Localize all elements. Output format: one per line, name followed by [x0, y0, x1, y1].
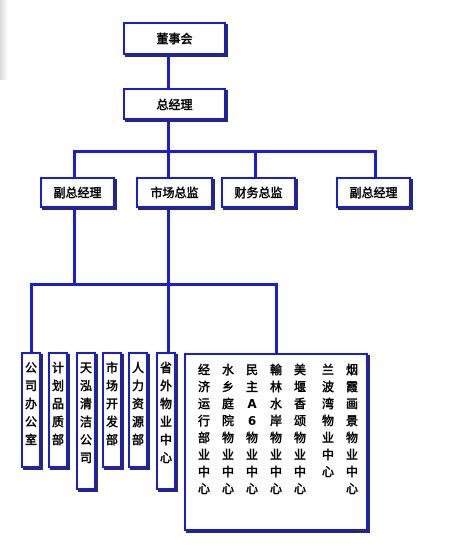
line-market-down — [167, 208, 170, 285]
bus-departments — [30, 283, 278, 286]
dept-cleaning-company-box: 天泓清洁公司 — [76, 352, 96, 490]
dept-human-resources-label: 人力资源部 — [131, 361, 144, 447]
dept-planning-quality-label: 计划品质部 — [51, 361, 64, 447]
dept-market-development-label: 市场开发部 — [105, 361, 118, 447]
center-column-5: 美堰香颂物业中心 — [293, 363, 306, 496]
general-manager-box: 总经理 — [123, 88, 226, 120]
dept-market-development-box: 市场开发部 — [102, 352, 122, 468]
drop-level2-3 — [254, 150, 257, 177]
drop-dept-6 — [167, 283, 170, 352]
drop-level2-2 — [167, 150, 170, 177]
drop-level2-4 — [374, 150, 377, 177]
line-vp-down — [73, 208, 76, 285]
drop-dept-1 — [30, 283, 33, 352]
bus-level2 — [73, 150, 377, 153]
dept-cleaning-company-label: 天泓清洁公司 — [79, 361, 92, 465]
center-column-2: 水乡庭院物业中心 — [221, 363, 234, 496]
line-gm-bus — [167, 119, 170, 151]
marketing-director-label: 市场总监 — [150, 186, 199, 200]
dept-outside-property-box: 省外物业中心 — [156, 352, 176, 490]
dept-human-resources-box: 人力资源部 — [128, 352, 148, 468]
drop-centers — [275, 283, 278, 355]
center-column-4: 輸林水岸物业中心 — [269, 363, 282, 496]
property-centers-box: 经济运行部业中心 水乡庭院物业中心 民主A6物业中心 輸林水岸物业中心 美堰香颂… — [184, 353, 368, 531]
finance-director-box: 财务总监 — [221, 177, 296, 208]
drop-level2-1 — [73, 150, 76, 177]
general-manager-label: 总经理 — [156, 97, 193, 112]
center-column-6: 兰波湾物业中心 — [321, 363, 334, 479]
dept-planning-quality-box: 计划品质部 — [48, 352, 68, 468]
center-column-7: 烟霞画景物业中心 — [345, 363, 358, 496]
dept-office-label: 公司办公室 — [24, 361, 37, 447]
board-label: 董事会 — [156, 32, 193, 46]
left-edge-decoration — [0, 0, 8, 80]
dept-outside-property-label: 省外物业中心 — [159, 361, 172, 465]
finance-director-label: 财务总监 — [234, 186, 283, 200]
line-board-gm — [167, 54, 170, 88]
dept-office-box: 公司办公室 — [21, 352, 41, 468]
marketing-director-box: 市场总监 — [136, 177, 213, 208]
vice-general-manager-box-2: 副总经理 — [336, 177, 411, 208]
vice-general-manager-label-2: 副总经理 — [349, 186, 398, 200]
board-box: 董事会 — [123, 22, 226, 55]
center-column-3: 民主A6物业中心 — [245, 363, 258, 496]
center-column-1: 经济运行部业中心 — [197, 363, 210, 496]
vice-general-manager-label-1: 副总经理 — [53, 186, 102, 200]
vice-general-manager-box-1: 副总经理 — [40, 177, 115, 208]
